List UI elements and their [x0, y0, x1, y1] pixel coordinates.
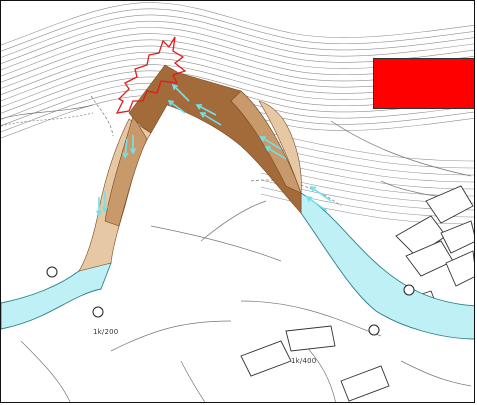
- survey-markers: [46, 266, 415, 336]
- contour-line: [1, 20, 474, 64]
- flow-arrow: [95, 197, 103, 217]
- flow-arrow: [195, 104, 217, 116]
- contour-line: [1, 2, 474, 46]
- collapse-origin-marker: [115, 36, 187, 114]
- flow-arrow: [264, 146, 287, 160]
- flow-arrow: [309, 186, 332, 202]
- building-outlines: [240, 185, 474, 402]
- section-label-right: 1k/400: [291, 357, 317, 365]
- flow-arrow: [259, 136, 282, 150]
- legend-red-block: [373, 58, 474, 109]
- flow-arrow: [122, 138, 129, 159]
- flow-arrows: [95, 83, 332, 217]
- flow-arrow: [101, 191, 109, 213]
- contour-line: [1, 8, 474, 52]
- river: [1, 192, 474, 340]
- flow-arrow: [305, 196, 328, 212]
- flow-arrow: [129, 135, 137, 155]
- flow-arrow: [171, 83, 190, 102]
- flow-arrow: [199, 112, 222, 126]
- flow-arrow: [167, 99, 186, 114]
- contour-line: [1, 14, 474, 58]
- section-label-left: 1k/200: [93, 328, 119, 336]
- contour-line: [260, 130, 474, 162]
